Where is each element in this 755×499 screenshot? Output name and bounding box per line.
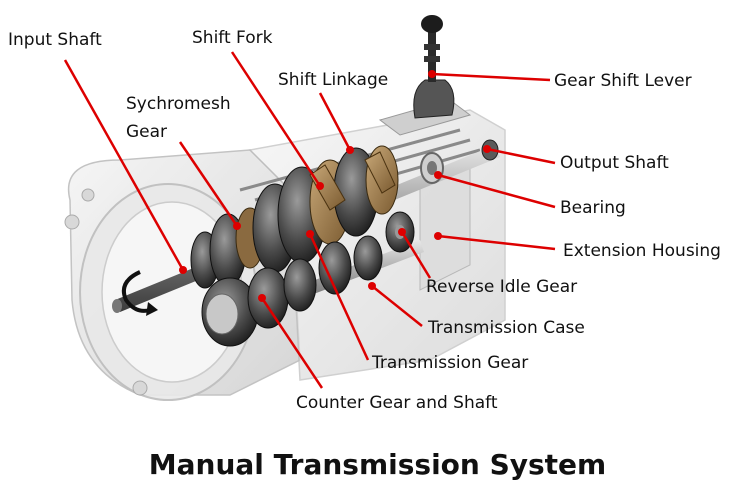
label-reverse-idle-gear: Reverse Idle Gear — [426, 277, 578, 297]
dot-transmission-gear — [306, 230, 314, 238]
shift-lever-assembly — [378, 15, 472, 136]
leader-transmission-case — [371, 285, 423, 327]
label-synchromesh-line2: Gear — [126, 122, 168, 142]
label-transmission-gear: Transmission Gear — [372, 353, 529, 373]
label-shift-fork: Shift Fork — [192, 28, 273, 48]
dot-output-shaft — [483, 145, 491, 153]
label-counter-gear-and-shaft: Counter Gear and Shaft — [296, 393, 498, 413]
dot-shift-fork — [316, 182, 324, 190]
dot-transmission-case — [368, 282, 376, 290]
leader-bearing — [437, 173, 556, 209]
dot-synchromesh — [233, 222, 241, 230]
rotation-arrow-icon — [121, 270, 158, 316]
dot-shift-linkage — [346, 146, 354, 154]
leader-lines — [63, 51, 556, 389]
label-extension-housing: Extension Housing — [563, 241, 721, 261]
dot-counter-gear — [258, 294, 266, 302]
leader-transmission-gear — [308, 233, 370, 361]
leader-gear-shift-lever — [431, 72, 551, 82]
leader-extension-housing — [437, 234, 556, 251]
counter-gear-shaft — [201, 235, 424, 347]
dot-input-shaft — [179, 266, 187, 274]
shift-fork — [309, 151, 396, 211]
label-gear-shift-lever: Gear Shift Lever — [554, 71, 692, 91]
label-synchromesh-line1: Sychromesh — [126, 94, 231, 114]
leader-synchromesh — [178, 141, 239, 227]
label-transmission-case: Transmission Case — [428, 318, 585, 338]
dot-extension-housing — [434, 232, 442, 240]
dot-gear-shift-lever — [428, 70, 436, 78]
leader-reverse-idle-gear — [400, 231, 432, 279]
leader-output-shaft — [486, 147, 556, 165]
label-shift-linkage: Shift Linkage — [278, 70, 389, 90]
label-bearing: Bearing — [560, 198, 626, 218]
label-output-shaft: Output Shaft — [560, 153, 669, 173]
leader-shift-linkage — [318, 92, 352, 151]
leader-counter-gear — [260, 297, 324, 389]
label-input-shaft: Input Shaft — [8, 30, 102, 50]
leader-input-shaft — [63, 59, 185, 271]
diagram-title: Manual Transmission System — [148, 448, 607, 481]
leader-shift-fork — [230, 51, 322, 187]
dot-reverse-idle-gear — [398, 228, 406, 236]
dot-bearing — [434, 171, 442, 179]
